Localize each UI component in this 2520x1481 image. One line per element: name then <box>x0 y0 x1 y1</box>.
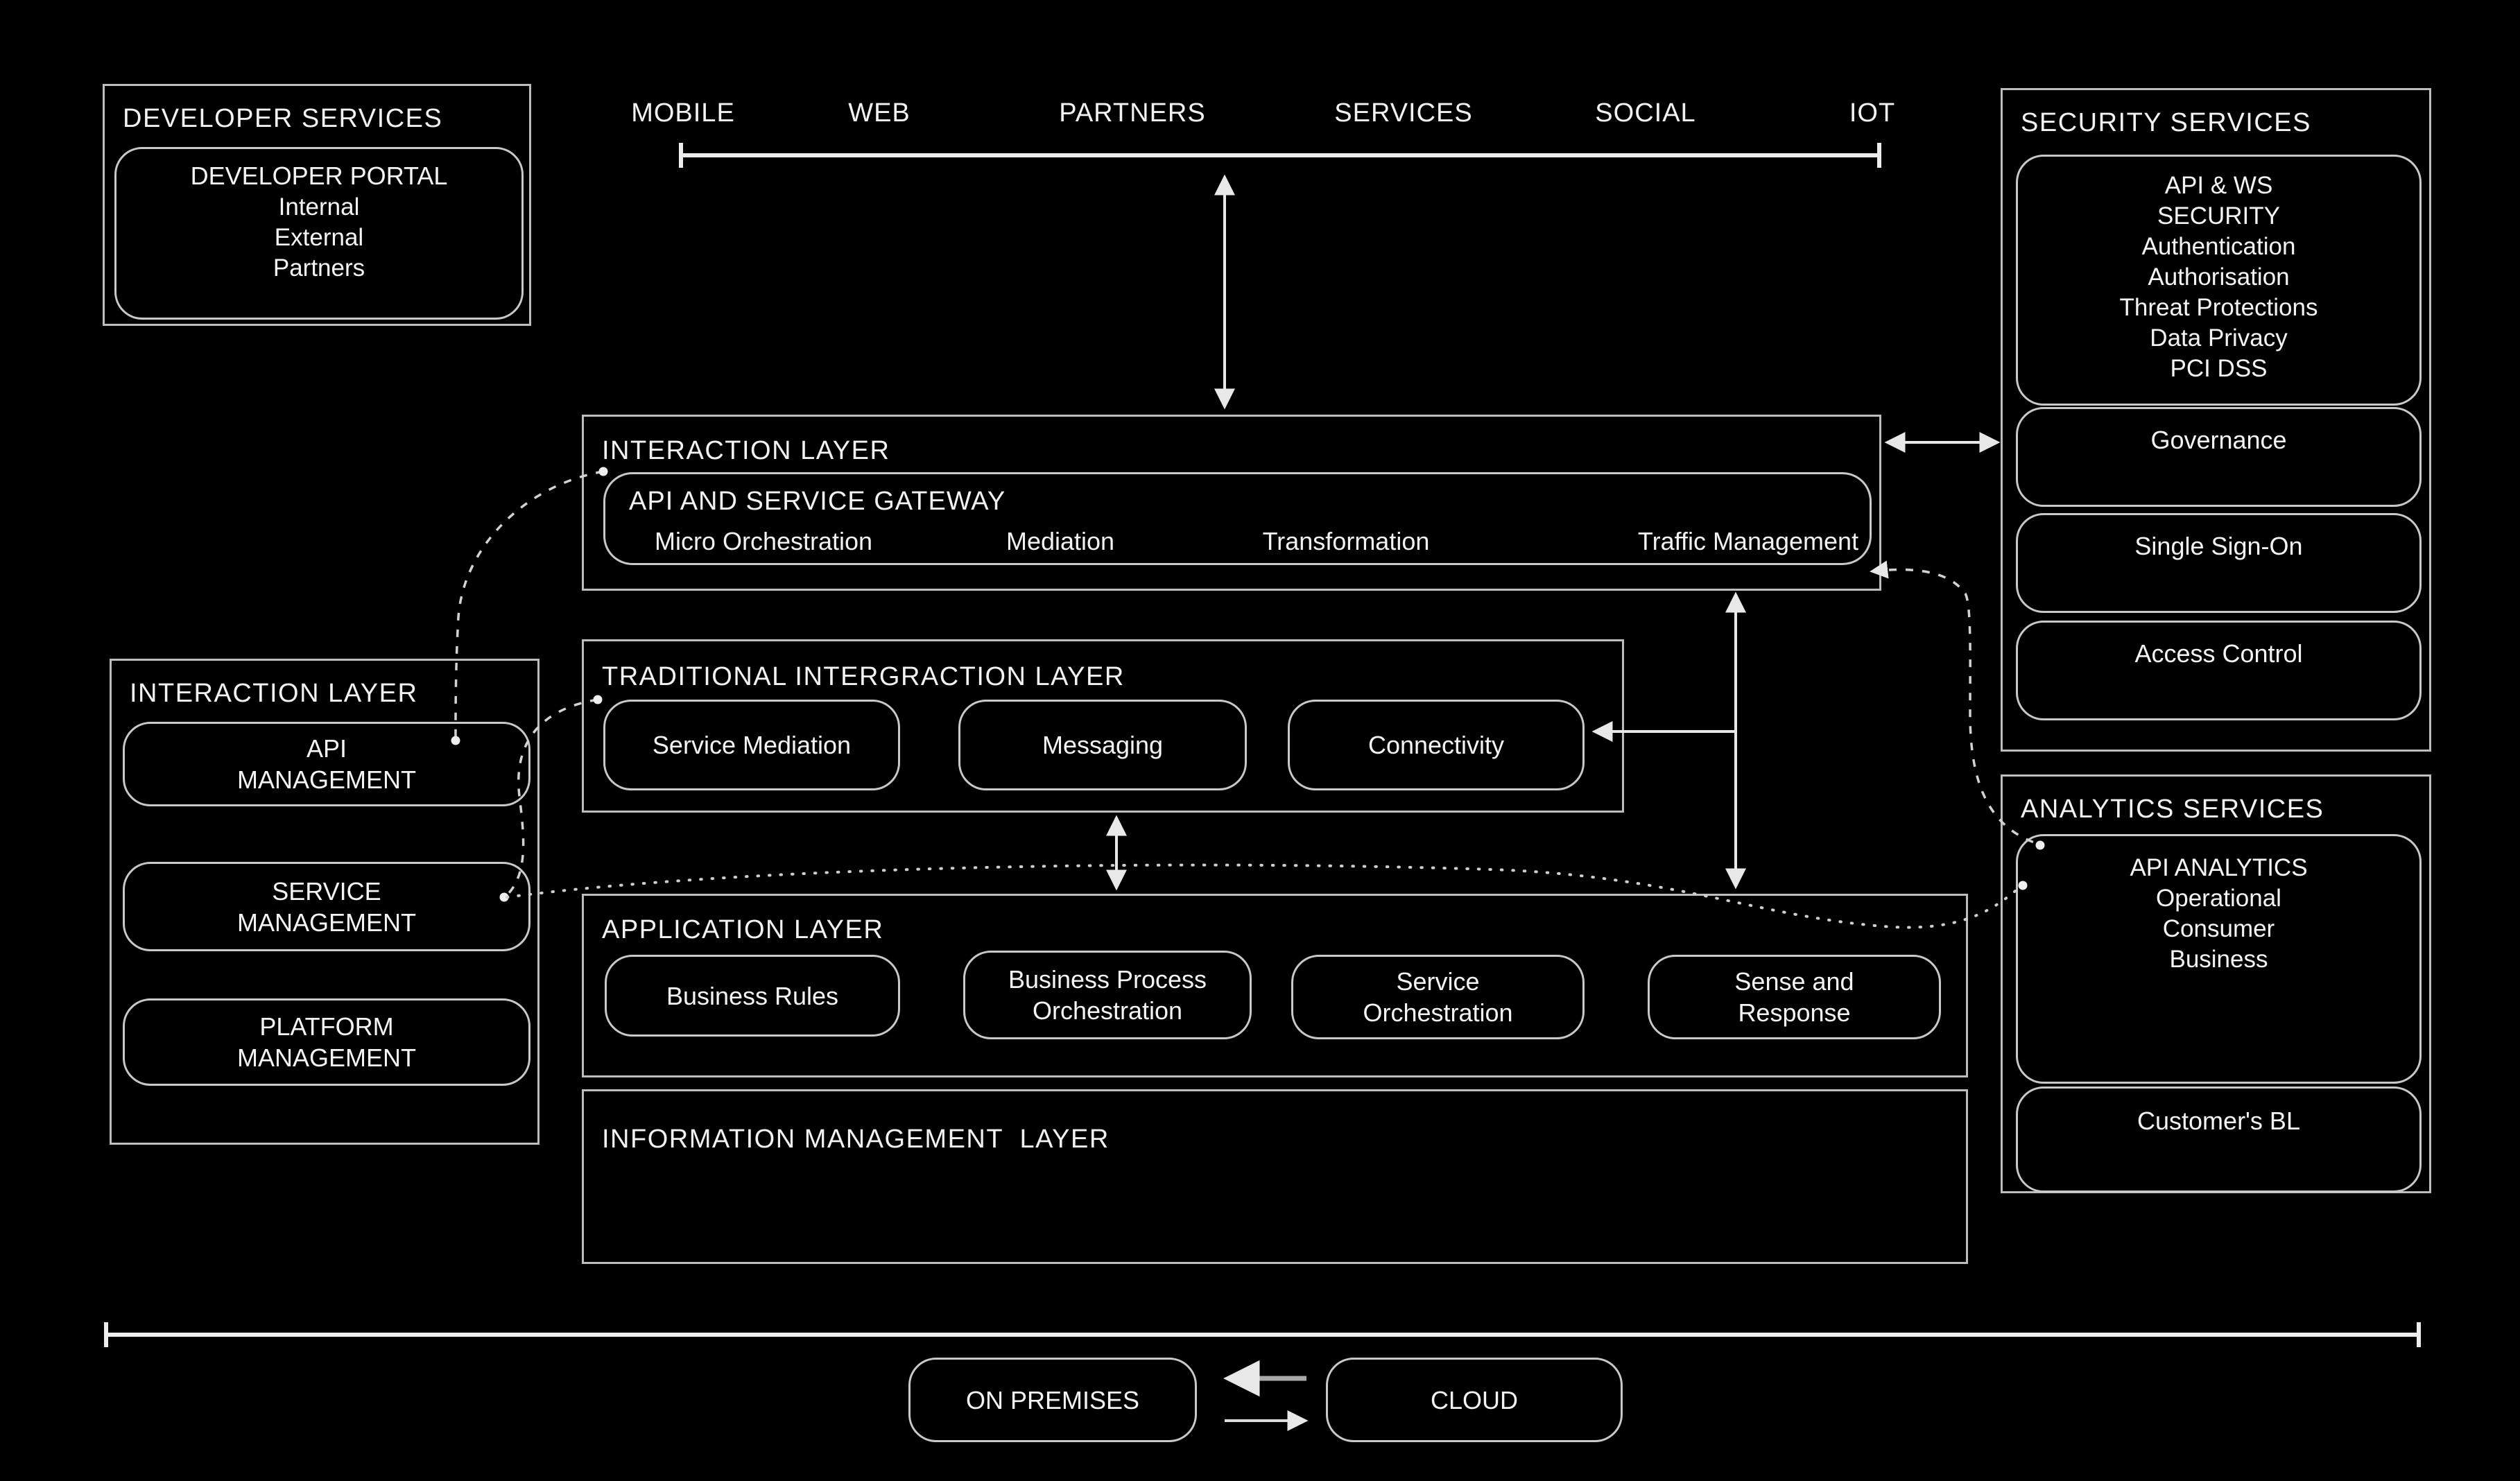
deployment-rail-line <box>104 1322 2421 1347</box>
channel-label-iot: IOT <box>1849 98 1896 128</box>
channels-rail-line <box>679 143 1881 168</box>
api-ws-security-lines: API & WS SECURITY Authentication Authori… <box>2119 172 2318 382</box>
information-management-layer-title: INFORMATION MANAGEMENT LAYER <box>602 1125 1110 1154</box>
channel-label-mobile: MOBILE <box>631 98 735 128</box>
traditional-integration-layer-title: TRADITIONAL INTERGRACTION LAYER <box>602 662 1125 691</box>
service-orchestration-box: Service Orchestration <box>1291 955 1585 1039</box>
analytics-services-title: ANALYTICS SERVICES <box>2021 795 2324 824</box>
interaction-layer-panel: INTERACTION LAYER API AND SERVICE GATEWA… <box>582 415 1881 591</box>
api-management-box: API MANAGEMENT <box>123 722 530 806</box>
gateway-capability-micro-orchestration: Micro Orchestration <box>654 527 873 555</box>
access-control-box: Access Control <box>2016 621 2422 720</box>
channel-label-partners: PARTNERS <box>1059 98 1206 128</box>
cloud-box: CLOUD <box>1326 1358 1623 1442</box>
business-rules-box: Business Rules <box>605 955 900 1037</box>
developer-portal-items: Internal External Partners <box>273 193 365 282</box>
application-layer-panel: APPLICATION LAYER Business Rules Busines… <box>582 894 1968 1077</box>
traditional-integration-layer-panel: TRADITIONAL INTERGRACTION LAYER Service … <box>582 639 1624 813</box>
service-management-box: SERVICE MANAGEMENT <box>123 862 530 951</box>
gateway-capability-mediation: Mediation <box>1006 527 1115 555</box>
application-layer-title: APPLICATION LAYER <box>602 915 884 944</box>
management-interaction-layer-title: INTERACTION LAYER <box>130 679 418 708</box>
governance-box: Governance <box>2016 407 2422 507</box>
gateway-capability-traffic-management: Traffic Management <box>1637 527 1859 555</box>
analytics-services-panel: ANALYTICS SERVICES API ANALYTICS Operati… <box>2001 774 2431 1193</box>
developer-services-title: DEVELOPER SERVICES <box>123 104 443 133</box>
single-sign-on-box: Single Sign-On <box>2016 513 2422 613</box>
api-analytics-lines: API ANALYTICS Operational Consumer Busin… <box>2130 854 2308 973</box>
api-ws-security-box: API & WS SECURITY Authentication Authori… <box>2016 155 2422 406</box>
interaction-layer-title: INTERACTION LAYER <box>602 436 890 465</box>
security-services-panel: SECURITY SERVICES API & WS SECURITY Auth… <box>2001 88 2431 752</box>
management-interaction-layer-panel: INTERACTION LAYER API MANAGEMENT SERVICE… <box>110 659 540 1145</box>
on-premises-box: ON PREMISES <box>908 1358 1197 1442</box>
messaging-box: Messaging <box>958 700 1247 790</box>
business-process-orchestration-box: Business Process Orchestration <box>963 951 1252 1039</box>
developer-portal-title: DEVELOPER PORTAL <box>190 162 448 190</box>
channel-label-social: SOCIAL <box>1595 98 1696 128</box>
channel-label-services: SERVICES <box>1334 98 1473 128</box>
developer-portal-box: DEVELOPER PORTAL Internal External Partn… <box>114 147 524 320</box>
developer-services-panel: DEVELOPER SERVICES DEVELOPER PORTAL Inte… <box>103 84 531 326</box>
api-analytics-box: API ANALYTICS Operational Consumer Busin… <box>2016 834 2422 1084</box>
sense-and-response-box: Sense and Response <box>1648 955 1941 1039</box>
api-service-gateway-title: API AND SERVICE GATEWAY <box>629 487 1006 516</box>
api-service-gateway-box: API AND SERVICE GATEWAY Micro Orchestrat… <box>603 472 1872 565</box>
channel-label-web: WEB <box>848 98 911 128</box>
gateway-capability-transformation: Transformation <box>1262 527 1430 555</box>
connectivity-box: Connectivity <box>1288 700 1585 790</box>
platform-management-box: PLATFORM MANAGEMENT <box>123 998 530 1086</box>
service-mediation-box: Service Mediation <box>603 700 900 790</box>
customers-bl-box: Customer's BL <box>2016 1086 2422 1193</box>
security-services-title: SECURITY SERVICES <box>2021 108 2311 137</box>
information-management-layer-panel: INFORMATION MANAGEMENT LAYER <box>582 1089 1968 1264</box>
